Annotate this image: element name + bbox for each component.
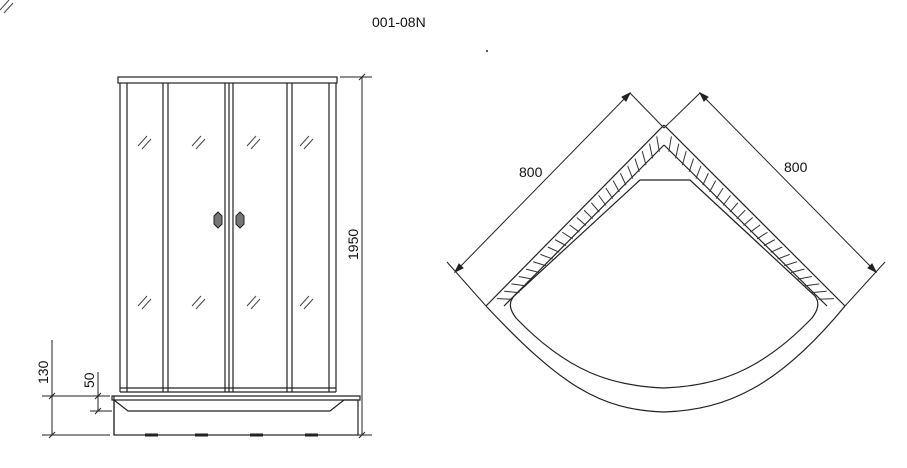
- hatch-line: [784, 261, 798, 267]
- hatch-line: [619, 173, 627, 186]
- hatch-line: [702, 173, 709, 186]
- hatch-line: [554, 239, 567, 247]
- hatch-line: [518, 276, 533, 280]
- tray-base: [113, 399, 359, 436]
- hatch-line: [598, 195, 607, 206]
- hatch-line: [605, 187, 614, 199]
- hatch-line: [770, 246, 783, 253]
- hatch-line: [743, 217, 754, 226]
- hatch-line: [709, 180, 717, 193]
- hatch-line: [818, 298, 835, 300]
- hatch-line: [804, 283, 820, 287]
- right-handle: [235, 211, 245, 229]
- hatch-line: [729, 202, 739, 213]
- hatch-line: [540, 253, 553, 260]
- hatch-line: [681, 150, 687, 166]
- hatch-line: [569, 224, 580, 233]
- hatch-line: [525, 268, 540, 273]
- hatch-line: [561, 231, 573, 240]
- right-width-label: 800: [784, 159, 808, 175]
- hatch-line: [641, 150, 647, 166]
- hatch-line: [749, 224, 761, 233]
- base-height-label: 50: [81, 372, 97, 388]
- model-title: 001-08N: [372, 14, 426, 30]
- glass-reflections: [0, 0, 314, 310]
- hatch-line: [790, 268, 805, 273]
- hatch-line: [590, 202, 600, 213]
- left-handle: [213, 211, 223, 229]
- stray-dot: [486, 50, 488, 52]
- hatch-line: [797, 276, 812, 280]
- hatch-line: [496, 298, 513, 300]
- hatch-line: [576, 217, 587, 226]
- hatch-line: [612, 180, 620, 193]
- hatch-line: [777, 253, 790, 260]
- top-rail: [117, 76, 338, 84]
- hatch-line: [627, 165, 634, 179]
- hatch-line: [668, 136, 672, 152]
- left-width-label: 800: [519, 164, 543, 180]
- hatch-line: [656, 136, 660, 152]
- top-dimensions: [446, 91, 886, 307]
- outer-arc: [485, 305, 846, 413]
- shower-tray: [111, 395, 361, 412]
- hatch-line: [811, 290, 827, 294]
- hatch-line: [763, 239, 776, 247]
- tray-height-label: 130: [35, 360, 51, 384]
- hatch-line: [688, 158, 695, 172]
- hatch-line: [736, 209, 746, 220]
- hatch-line: [583, 209, 594, 220]
- hatch-line: [756, 231, 768, 240]
- hatch-line: [634, 158, 640, 172]
- wall-hatching: [496, 136, 835, 300]
- hatch-line: [648, 143, 654, 159]
- hatch-line: [511, 283, 527, 287]
- hatch-line: [675, 143, 680, 159]
- hatch-line: [504, 290, 520, 294]
- hatch-line: [722, 195, 731, 206]
- front-view: [111, 76, 361, 437]
- hatch-line: [533, 261, 547, 267]
- door-handles: [213, 211, 245, 229]
- hatch-line: [547, 246, 560, 253]
- front-dimensions: [42, 73, 372, 439]
- hatch-line: [695, 165, 702, 179]
- tray-inner: [509, 179, 819, 389]
- hatch-line: [715, 187, 724, 199]
- height-dimension-label: 1950: [345, 229, 361, 260]
